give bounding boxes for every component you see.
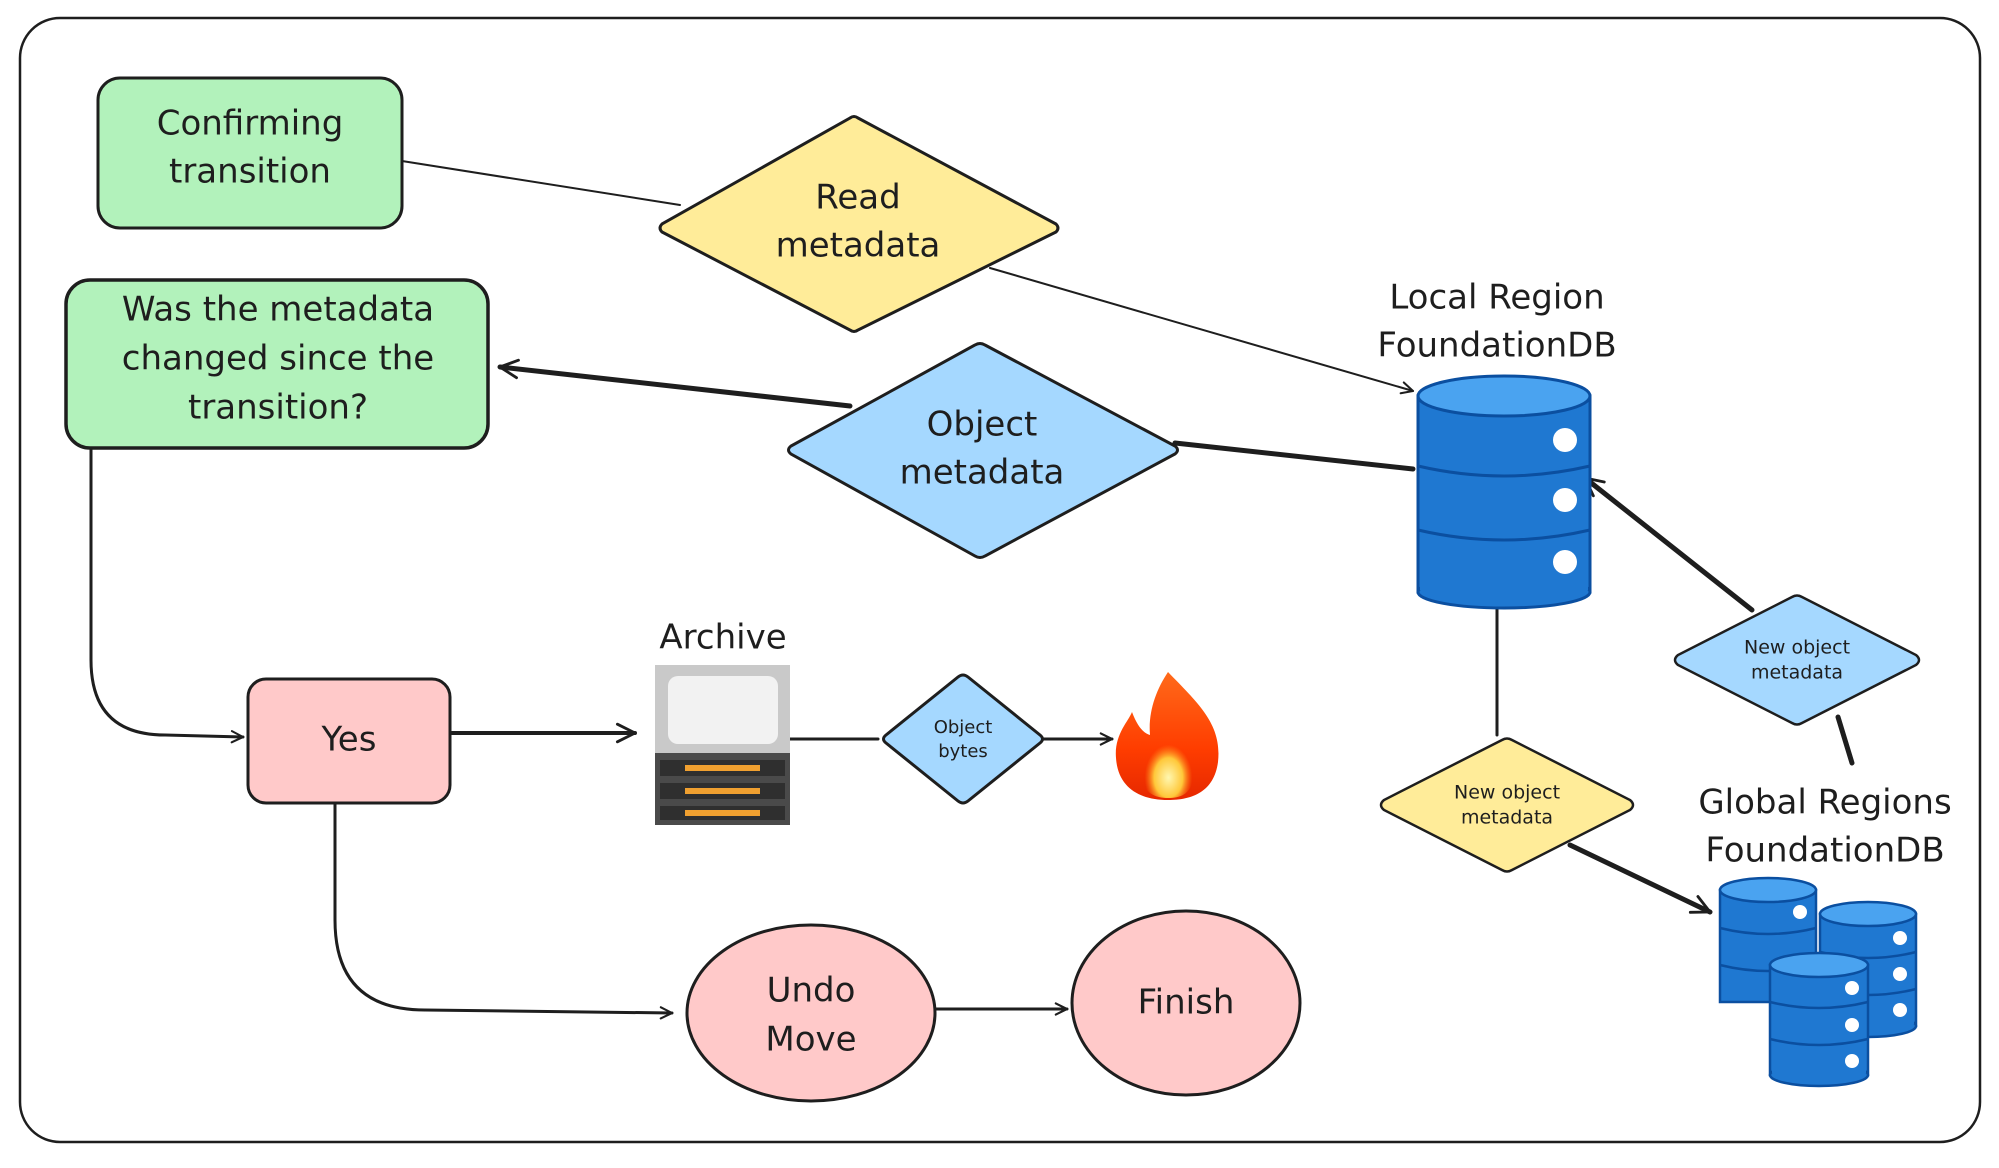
node-fire <box>1115 672 1219 800</box>
node-finish[interactable]: Finish <box>1070 909 1302 1097</box>
local-db-line2: FoundationDB <box>1377 326 1616 366</box>
archive-label: Archive <box>659 618 786 658</box>
edge-confirming-to-read <box>401 160 681 206</box>
edge-local-db-to-object-metadata <box>1172 440 1416 472</box>
edge-question-to-yes <box>89 447 245 744</box>
undo-move-line2: Move <box>765 1020 856 1060</box>
server-icon <box>655 665 790 825</box>
object-bytes-line1: Object <box>934 717 993 738</box>
object-bytes-line2: bytes <box>938 741 988 762</box>
edge-global-db-to-new-metadata-blue <box>1835 714 1855 766</box>
confirming-transition-line1: Confirming <box>157 104 344 144</box>
node-read-metadata[interactable]: Read metadata <box>658 115 1060 333</box>
node-local-region-db[interactable]: Local Region FoundationDB <box>1377 278 1617 610</box>
read-metadata-line2: metadata <box>776 226 941 266</box>
node-metadata-changed-question[interactable]: Was the metadata changed since the trans… <box>64 278 490 450</box>
node-new-object-metadata-blue[interactable]: New object metadata <box>1673 594 1921 726</box>
edge-object-metadata-to-question <box>497 358 853 409</box>
question-line2: changed since the <box>122 339 434 379</box>
node-undo-move[interactable]: Undo Move <box>685 923 937 1103</box>
new-metadata-yellow-line2: metadata <box>1461 807 1553 829</box>
database-icon <box>1416 374 1592 610</box>
edge-new-metadata-to-local-db <box>1582 475 1755 613</box>
node-global-regions-db[interactable]: Global Regions FoundationDB <box>1698 783 1952 1088</box>
global-db-line2: FoundationDB <box>1705 831 1944 871</box>
new-metadata-yellow-line1: New object <box>1454 782 1560 804</box>
yes-label: Yes <box>321 720 377 760</box>
node-yes[interactable]: Yes <box>246 677 452 805</box>
global-db-line1: Global Regions <box>1698 783 1951 823</box>
edge-read-to-local-db <box>989 267 1415 395</box>
edge-yes-to-undo-move <box>333 802 674 1020</box>
object-metadata-line2: metadata <box>900 453 1065 493</box>
new-metadata-blue-line1: New object <box>1744 637 1850 659</box>
edges <box>89 160 1855 1020</box>
confirming-transition-line2: transition <box>169 152 331 192</box>
node-confirming-transition[interactable]: Confirming transition <box>96 76 404 230</box>
new-metadata-blue-line2: metadata <box>1751 662 1843 684</box>
node-new-object-metadata-yellow[interactable]: New object metadata <box>1379 737 1635 873</box>
edge-new-metadata-to-global-db <box>1567 842 1713 915</box>
undo-move-line1: Undo <box>767 971 856 1011</box>
fire-icon <box>1115 672 1219 800</box>
read-metadata-line1: Read <box>815 178 900 218</box>
node-archive[interactable]: Archive <box>655 618 790 826</box>
local-db-line1: Local Region <box>1389 278 1604 318</box>
node-object-metadata[interactable]: Object metadata <box>787 342 1179 559</box>
question-line3: transition? <box>188 388 368 428</box>
node-object-bytes[interactable]: Object bytes <box>882 673 1044 805</box>
database-cluster-icon <box>1718 876 1918 1088</box>
finish-label: Finish <box>1138 983 1235 1023</box>
object-metadata-line1: Object <box>927 405 1038 445</box>
question-line1: Was the metadata <box>122 290 434 330</box>
